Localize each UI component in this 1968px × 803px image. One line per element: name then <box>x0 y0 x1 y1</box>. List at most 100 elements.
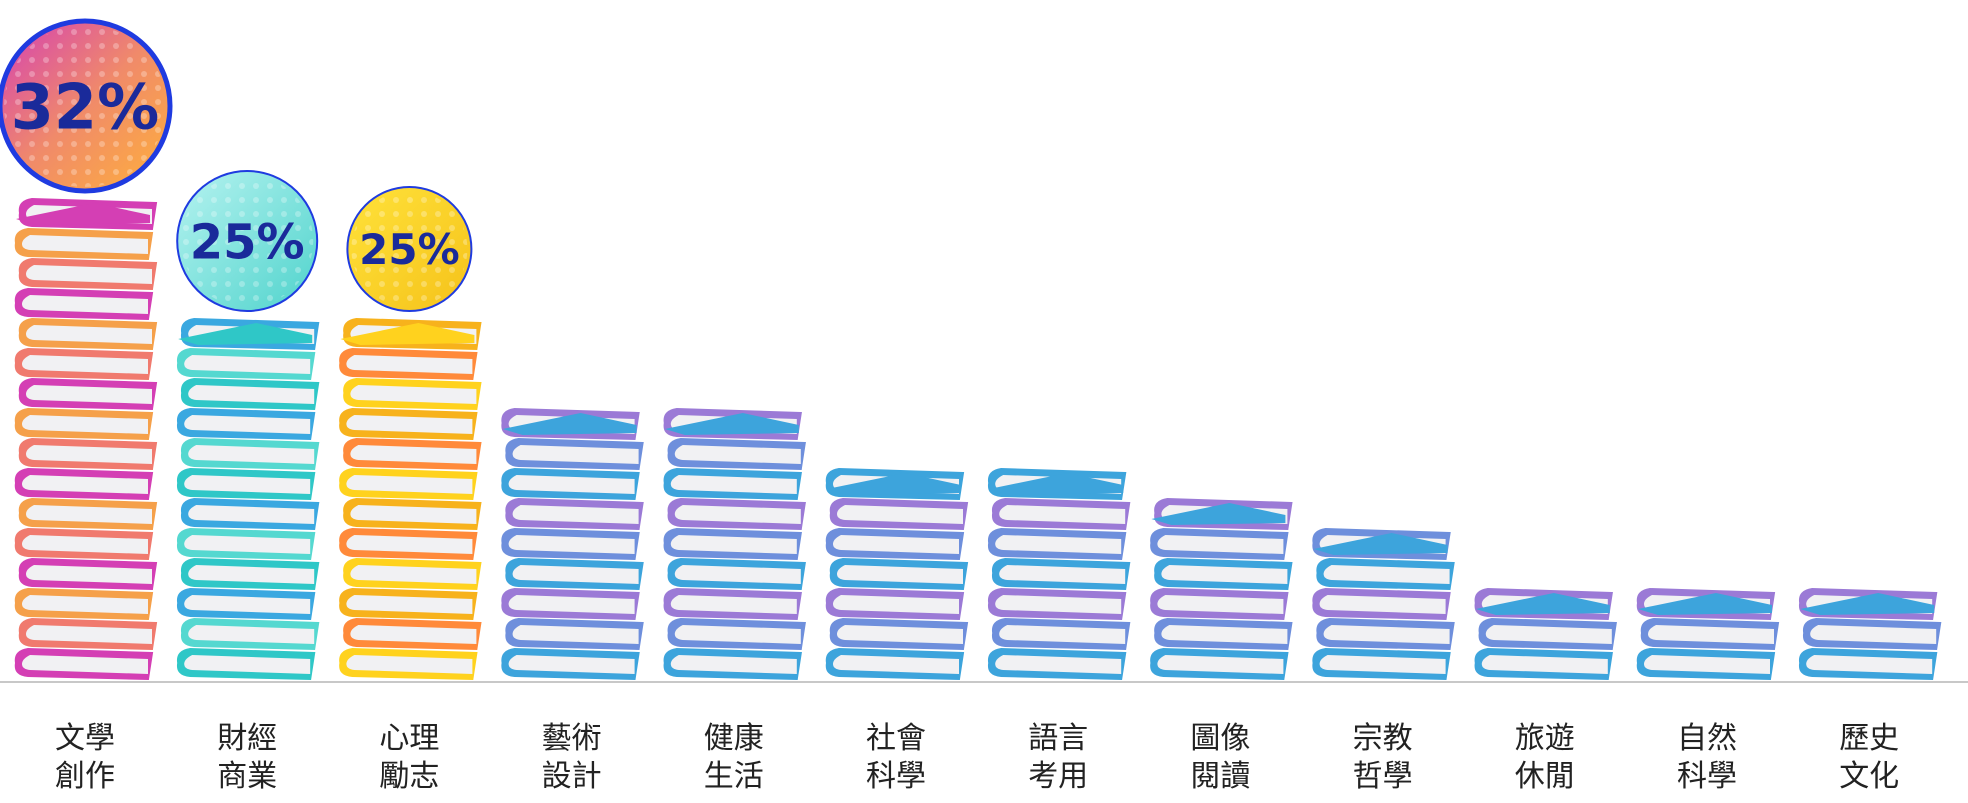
book-3-6 <box>501 467 640 501</box>
book-10-1 <box>1640 617 1780 651</box>
value-bubble-2: 25% <box>346 186 473 312</box>
tick-label-11-1: 文化 <box>1839 759 1899 794</box>
tick-label-3-0: 藝術 <box>542 721 602 756</box>
bar-0 <box>14 197 158 681</box>
tick-label-0-1: 創作 <box>55 759 115 794</box>
book-0-10 <box>14 347 154 381</box>
book-2-0 <box>339 647 478 681</box>
book-0-9 <box>18 377 158 411</box>
tick-label-1-0: 財經 <box>217 721 277 756</box>
book-3-3 <box>505 557 644 591</box>
book-1-5 <box>180 497 320 531</box>
book-top-cover-2 <box>340 323 475 345</box>
book-5-1 <box>829 617 969 651</box>
book-8-2 <box>1312 587 1451 621</box>
book-top-cover-11 <box>1800 593 1935 615</box>
tick-label-11-0: 歷史 <box>1839 721 1899 756</box>
book-7-1 <box>1154 617 1293 651</box>
book-1-3 <box>180 557 320 591</box>
book-3-5 <box>505 497 644 531</box>
value-bubbles-layer: 32% 25% 25% <box>0 18 473 312</box>
book-top-cover-10 <box>1638 593 1772 615</box>
bar-8 <box>1312 527 1455 681</box>
book-1-10 <box>176 347 316 381</box>
bar-5 <box>825 467 969 681</box>
book-1-2 <box>176 587 316 621</box>
tick-label-7-1: 閱讀 <box>1190 759 1250 794</box>
book-8-3 <box>1316 557 1455 591</box>
book-4-6 <box>663 467 802 501</box>
bar-9 <box>1474 587 1617 681</box>
book-6-0 <box>987 647 1127 681</box>
book-0-2 <box>14 587 154 621</box>
book-0-6 <box>14 467 154 501</box>
book-5-4 <box>825 527 965 561</box>
book-1-0 <box>176 647 316 681</box>
tick-label-3-1: 設計 <box>542 759 602 794</box>
tick-label-7-0: 圖像 <box>1190 721 1250 756</box>
book-2-10 <box>339 347 478 381</box>
bar-2 <box>339 317 482 681</box>
book-0-4 <box>14 527 154 561</box>
value-bubble-1: 25% <box>176 170 319 312</box>
tick-label-5-1: 科學 <box>866 759 926 794</box>
book-7-2 <box>1150 587 1289 621</box>
bar-4 <box>663 407 806 681</box>
book-top-cover-9 <box>1475 593 1610 615</box>
data-label-1: 25% <box>190 214 305 270</box>
book-7-0 <box>1150 647 1289 681</box>
book-top-cover-4 <box>664 413 799 435</box>
book-5-3 <box>829 557 969 591</box>
book-top-cover-3 <box>502 413 637 435</box>
book-1-4 <box>176 527 316 561</box>
book-0-13 <box>18 257 158 291</box>
book-2-1 <box>343 617 482 651</box>
book-4-5 <box>667 497 806 531</box>
book-7-4 <box>1150 527 1289 561</box>
book-8-0 <box>1312 647 1451 681</box>
book-1-6 <box>176 467 316 501</box>
book-5-2 <box>825 587 965 621</box>
book-2-7 <box>343 437 482 471</box>
book-0-7 <box>18 437 158 471</box>
tick-label-10-1: 科學 <box>1677 759 1737 794</box>
bar-6 <box>987 467 1131 681</box>
bar-11 <box>1798 587 1942 681</box>
tick-label-9-1: 休閒 <box>1515 759 1575 794</box>
book-2-2 <box>339 587 478 621</box>
book-2-5 <box>343 497 482 531</box>
tick-label-6-0: 語言 <box>1028 721 1088 756</box>
book-6-2 <box>987 587 1127 621</box>
book-4-3 <box>667 557 806 591</box>
bar-10 <box>1636 587 1780 681</box>
book-4-0 <box>663 647 802 681</box>
book-0-8 <box>14 407 154 441</box>
data-label-2: 25% <box>359 225 460 274</box>
data-label-0: 32% <box>11 70 159 143</box>
book-3-0 <box>501 647 640 681</box>
book-1-9 <box>180 377 320 411</box>
tick-label-10-0: 自然 <box>1677 721 1737 756</box>
tick-label-0-0: 文學 <box>55 721 115 756</box>
book-0-5 <box>18 497 158 531</box>
book-3-4 <box>501 527 640 561</box>
tick-label-8-0: 宗教 <box>1353 721 1413 756</box>
book-0-14 <box>14 227 154 261</box>
book-0-12 <box>14 287 154 321</box>
tick-label-2-1: 勵志 <box>379 759 439 794</box>
book-0-11 <box>18 317 158 351</box>
bar-7 <box>1150 497 1293 681</box>
tick-label-8-1: 哲學 <box>1353 759 1413 794</box>
book-2-3 <box>343 557 482 591</box>
tick-label-5-0: 社會 <box>866 721 926 756</box>
book-top-cover-1 <box>178 323 313 345</box>
book-3-7 <box>505 437 644 471</box>
tick-label-2-0: 心理 <box>379 721 439 756</box>
book-10-0 <box>1636 647 1776 681</box>
book-2-6 <box>339 467 478 501</box>
book-3-2 <box>501 587 640 621</box>
book-9-0 <box>1474 647 1613 681</box>
book-4-4 <box>663 527 802 561</box>
book-1-1 <box>180 617 320 651</box>
